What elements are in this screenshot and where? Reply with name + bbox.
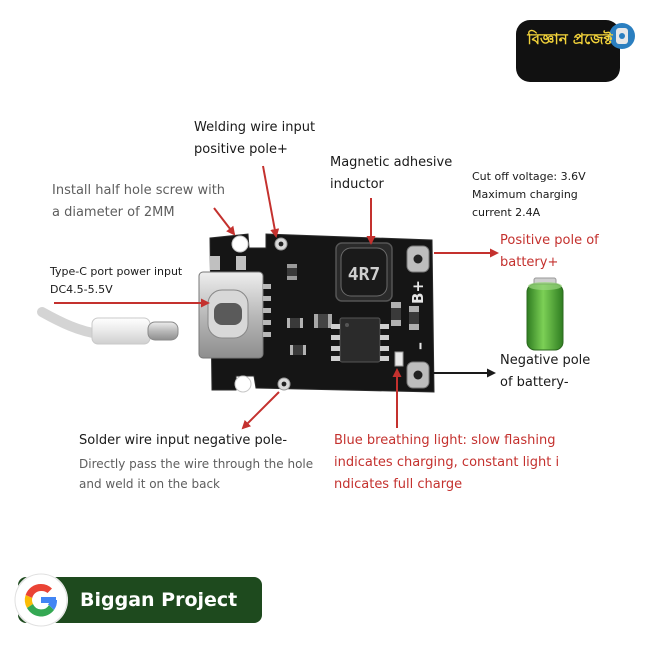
label-negative-battery: Negative pole of battery-: [500, 353, 591, 390]
label-positive-battery: Positive pole of battery+: [500, 233, 599, 270]
arrow-solder-negative: [241, 391, 280, 430]
label-inductor: Magnetic adhesive inductor: [330, 155, 453, 192]
label-typec-input: Type-C port power input DC4.5-5.5V: [50, 265, 183, 296]
label-solder-negative: Solder wire input negative pole-: [79, 433, 288, 448]
badge-text: Biggan Project: [80, 589, 238, 611]
label-half-hole-screw: Install half hole screw with a diameter …: [52, 183, 226, 220]
battery-icon: [526, 277, 564, 351]
label-cutoff-voltage: Cut off voltage: 3.6V Maximum charging c…: [472, 170, 586, 219]
label-pass-wire: Directly pass the wire through the hole …: [79, 457, 314, 491]
brand-logo-text: বিজ্ঞান প্রজেক্ট: [527, 30, 613, 48]
arrow-half-hole: [213, 207, 236, 236]
google-g-icon: [14, 573, 68, 627]
usb-c-cable: [37, 307, 179, 345]
annotation-arrows: [54, 165, 499, 430]
biggan-project-badge: Biggan Project: [14, 573, 262, 627]
pad-negative-marking: –: [410, 342, 429, 350]
pad-positive-marking: B+: [409, 280, 427, 304]
inductor-marking: 4R7: [348, 264, 381, 285]
label-blue-light: Blue breathing light: slow flashing indi…: [334, 433, 560, 492]
brand-logo-graphic: [516, 20, 635, 82]
charger-board: 4R7 B+ –: [198, 233, 435, 393]
arrow-welding-positive: [262, 165, 280, 238]
label-welding-positive: Welding wire input positive pole+: [194, 120, 316, 157]
brand-logo: বিজ্ঞান প্রজেক্ট: [514, 14, 638, 86]
